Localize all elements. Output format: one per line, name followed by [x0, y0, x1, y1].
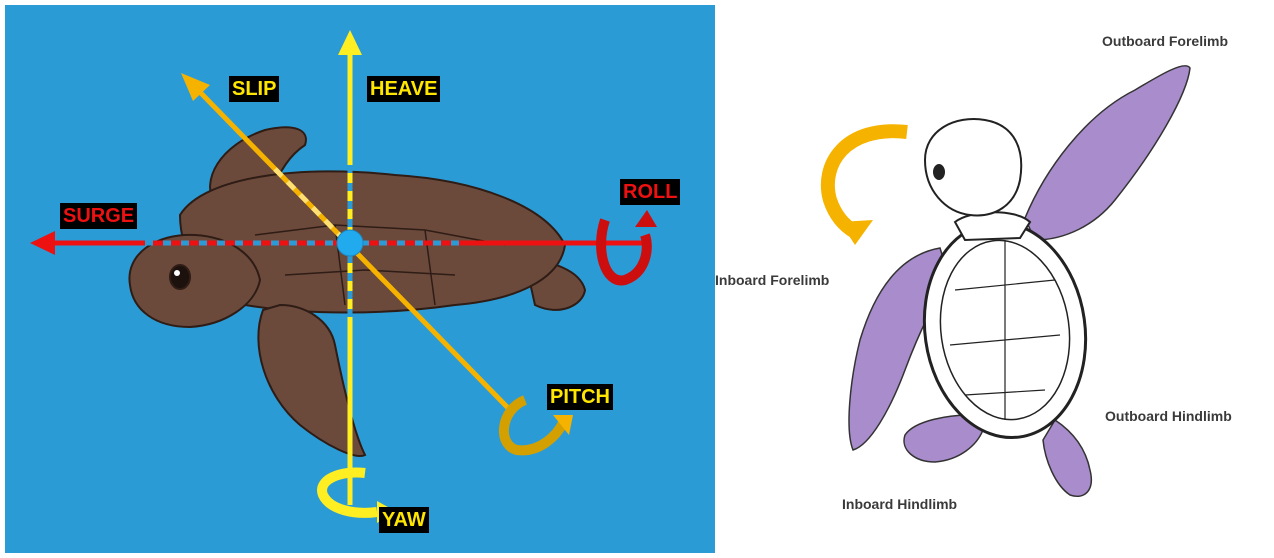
- center-of-mass-point: [337, 230, 363, 256]
- slip-label: SLIP: [229, 76, 279, 102]
- inboard-hindlimb-label: Inboard Hindlimb: [842, 496, 957, 512]
- motion-axes-diagram: [5, 5, 715, 553]
- roll-label: ROLL: [620, 179, 680, 205]
- turtle-eye: [933, 164, 945, 180]
- outboard-forelimb: [1025, 66, 1190, 240]
- inboard-forelimb-label: Inboard Forelimb: [715, 272, 829, 288]
- turtle-eye-highlight: [174, 270, 180, 276]
- yaw-label: YAW: [379, 507, 429, 533]
- outboard-forelimb-label: Outboard Forelimb: [1102, 33, 1228, 49]
- surge-arrowhead: [30, 231, 55, 255]
- outboard-hindlimb: [1043, 420, 1091, 496]
- turtle-neck: [955, 212, 1030, 240]
- motion-axes-panel: SLIP HEAVE SURGE ROLL PITCH YAW: [5, 5, 715, 553]
- pitch-label: PITCH: [547, 384, 613, 410]
- limbs-panel: Outboard Forelimb Inboard Forelimb Outbo…: [715, 0, 1274, 558]
- heave-arrowhead: [338, 30, 362, 55]
- surge-label: SURGE: [60, 203, 137, 229]
- turtle-eye: [170, 265, 190, 289]
- rotation-arrow: [828, 131, 907, 245]
- outboard-hindlimb-label: Outboard Hindlimb: [1105, 408, 1232, 424]
- heave-label: HEAVE: [367, 76, 440, 102]
